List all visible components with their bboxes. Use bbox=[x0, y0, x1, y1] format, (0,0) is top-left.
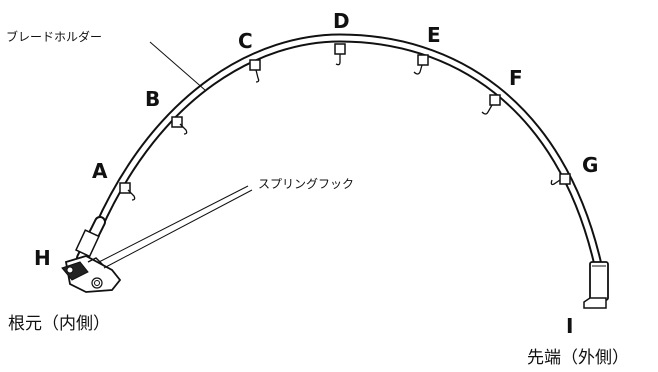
spring-hook-leader-line-upper bbox=[98, 185, 249, 263]
point-label-d: D bbox=[333, 9, 350, 33]
blade-holder-label: ブレードホルダー bbox=[6, 30, 103, 44]
clip-d bbox=[334, 43, 346, 66]
root-tube bbox=[75, 216, 106, 264]
point-label-h: H bbox=[34, 246, 51, 270]
clip-g bbox=[550, 173, 571, 186]
blade-holder-leader-line bbox=[149, 41, 206, 91]
point-label-f: F bbox=[509, 66, 523, 90]
clip-e bbox=[413, 54, 429, 75]
spring-hook-label: スプリングフック bbox=[258, 177, 355, 191]
point-label-b: B bbox=[145, 87, 161, 111]
blade-holder-rod bbox=[93, 33, 603, 270]
point-label-i: I bbox=[566, 314, 574, 338]
point-label-c: C bbox=[238, 29, 253, 53]
point-label-g: G bbox=[582, 153, 599, 177]
clip-f bbox=[481, 94, 501, 115]
root-mount bbox=[61, 255, 122, 293]
point-label-a: A bbox=[92, 159, 108, 183]
root-label: 根元（内側） bbox=[8, 314, 110, 334]
clip-b bbox=[171, 116, 188, 135]
point-label-e: E bbox=[427, 23, 441, 47]
tip-end bbox=[583, 261, 609, 309]
spring-hook-leader-line-lower bbox=[103, 189, 253, 269]
clip-a bbox=[119, 182, 136, 201]
tip-label: 先端（外側） bbox=[527, 348, 629, 368]
clip-c bbox=[249, 59, 261, 83]
